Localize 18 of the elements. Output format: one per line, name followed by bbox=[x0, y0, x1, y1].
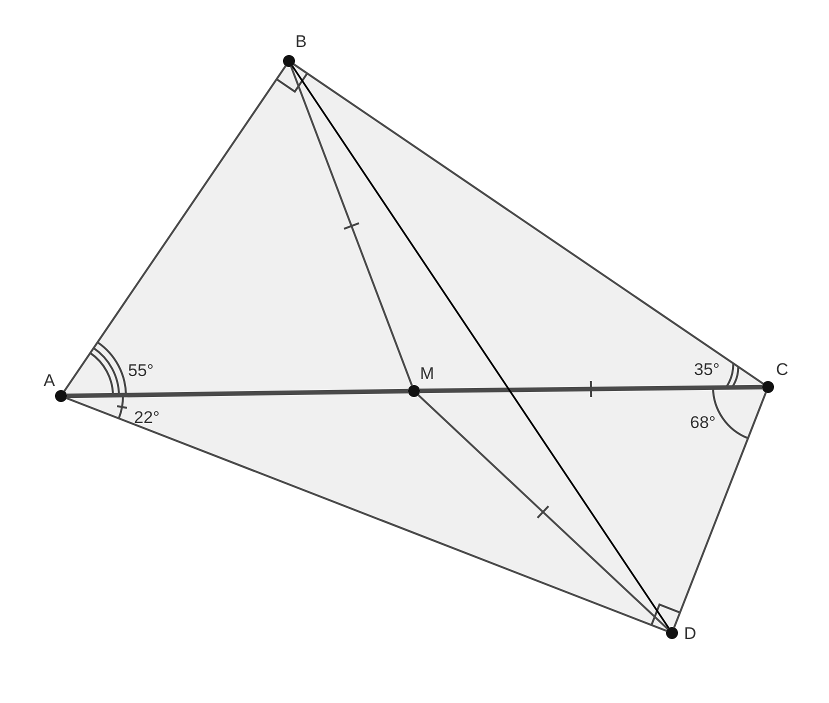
point-label: C bbox=[776, 360, 788, 379]
line-segment bbox=[66, 397, 667, 632]
line-segment bbox=[418, 394, 668, 630]
point-label: B bbox=[295, 32, 307, 51]
point-label: M bbox=[420, 364, 434, 383]
line-segment bbox=[673, 392, 767, 628]
line-segment bbox=[66, 388, 408, 398]
line-segment bbox=[64, 65, 286, 392]
line-segment bbox=[420, 384, 762, 394]
line-segment bbox=[292, 65, 670, 629]
point-label: A bbox=[44, 371, 55, 390]
angle-label: 22° bbox=[134, 408, 160, 427]
angle-label: 35° bbox=[694, 360, 720, 379]
line-segment bbox=[293, 64, 764, 384]
angle-label: 55° bbox=[128, 361, 154, 380]
point-label: D bbox=[684, 624, 696, 643]
line-segment bbox=[290, 66, 413, 386]
angle-label: 68° bbox=[690, 413, 716, 432]
